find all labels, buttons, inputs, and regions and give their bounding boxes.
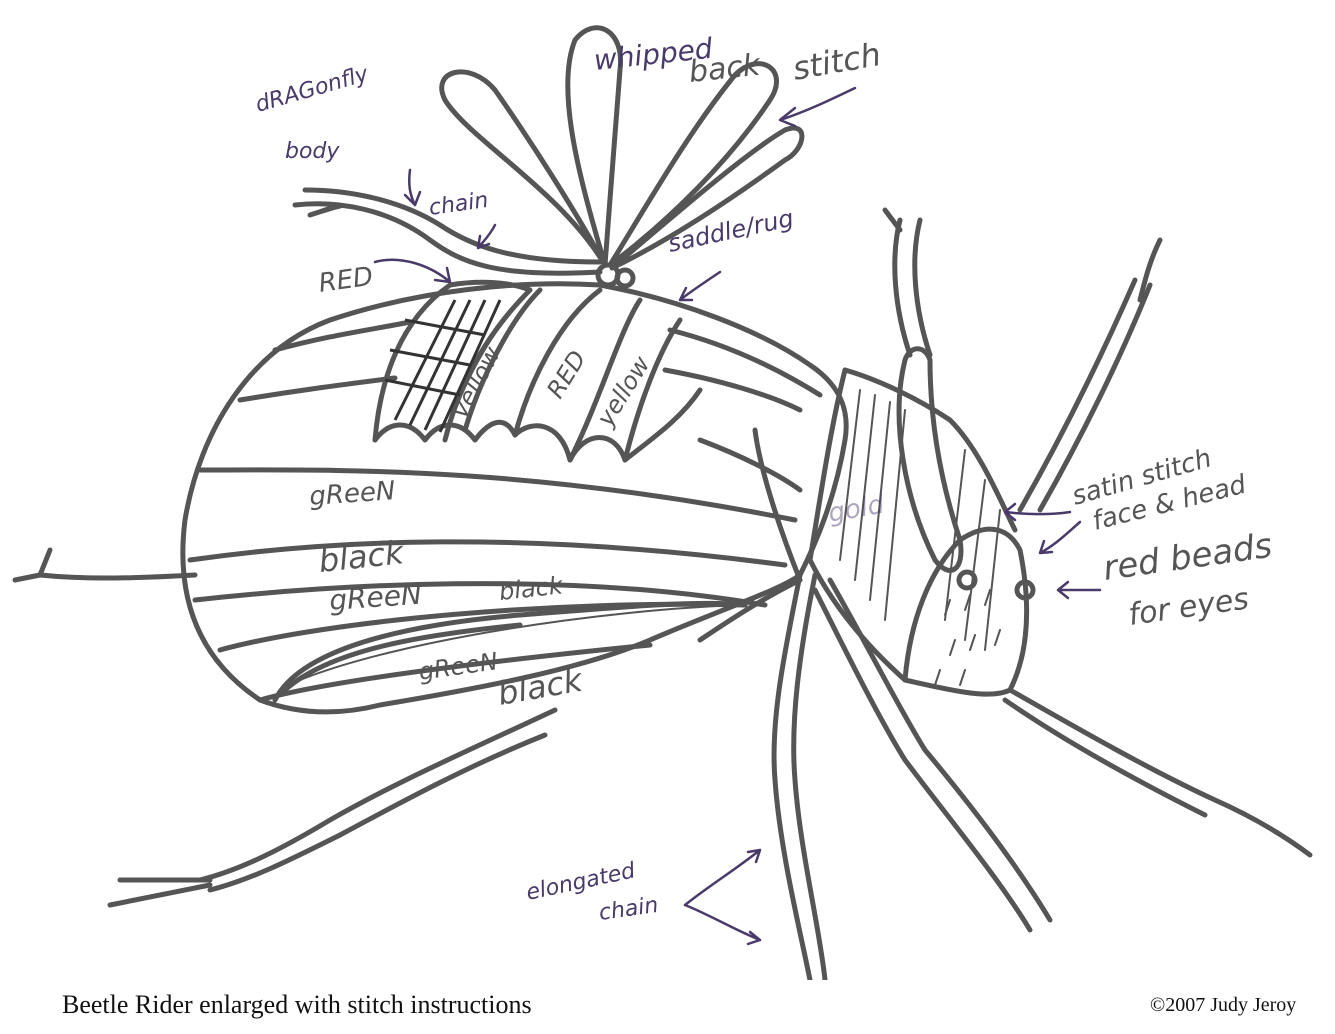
label-black-2: black (498, 571, 565, 606)
label-dragonfly: dRAGonfly (253, 61, 372, 117)
label-green-1: gReeN (308, 476, 396, 512)
arrow-body (405, 170, 420, 205)
arrow-red-beads (1058, 582, 1100, 598)
label-black-3: black (495, 660, 587, 712)
label-saddle-rug: saddle/rug (665, 204, 796, 258)
label-for-eyes: for eyes (1126, 581, 1251, 633)
label-red-top: RED (317, 262, 375, 299)
label-chain: chain (427, 188, 489, 221)
label-back: back (687, 48, 763, 90)
arrow-red (375, 260, 450, 282)
eye-bead-left (959, 572, 975, 588)
arrow-satin-top (1005, 504, 1070, 520)
arrow-whipped (780, 88, 855, 126)
copyright-notice: ©2007 Judy Jeroy (1150, 994, 1296, 1017)
arrow-chain (478, 225, 495, 248)
figure-caption: Beetle Rider enlarged with stitch instru… (62, 990, 532, 1020)
label-green-2: gReeN (328, 578, 423, 617)
label-black-1: black (317, 533, 407, 580)
arrow-elongated-up (685, 850, 760, 905)
arrow-satin-bottom (1040, 522, 1080, 553)
label-chain-elongated: chain (597, 893, 659, 926)
beetle-rider-drawing: whipped back stitch dRAGonfly body chain… (0, 0, 1335, 980)
stitch-labels: whipped back stitch dRAGonfly body chain… (253, 32, 1275, 944)
label-red-beads: red beads (1101, 526, 1275, 589)
beetle-shell (183, 282, 846, 712)
arrow-elongated-down (685, 905, 760, 944)
label-green-3: gReeN (417, 647, 500, 686)
arrow-saddle (680, 272, 720, 300)
label-body: body (285, 139, 340, 164)
label-yellow-1: yellow (445, 342, 506, 424)
beetle-antennae (885, 210, 1160, 510)
label-stitch: stitch (790, 35, 884, 88)
